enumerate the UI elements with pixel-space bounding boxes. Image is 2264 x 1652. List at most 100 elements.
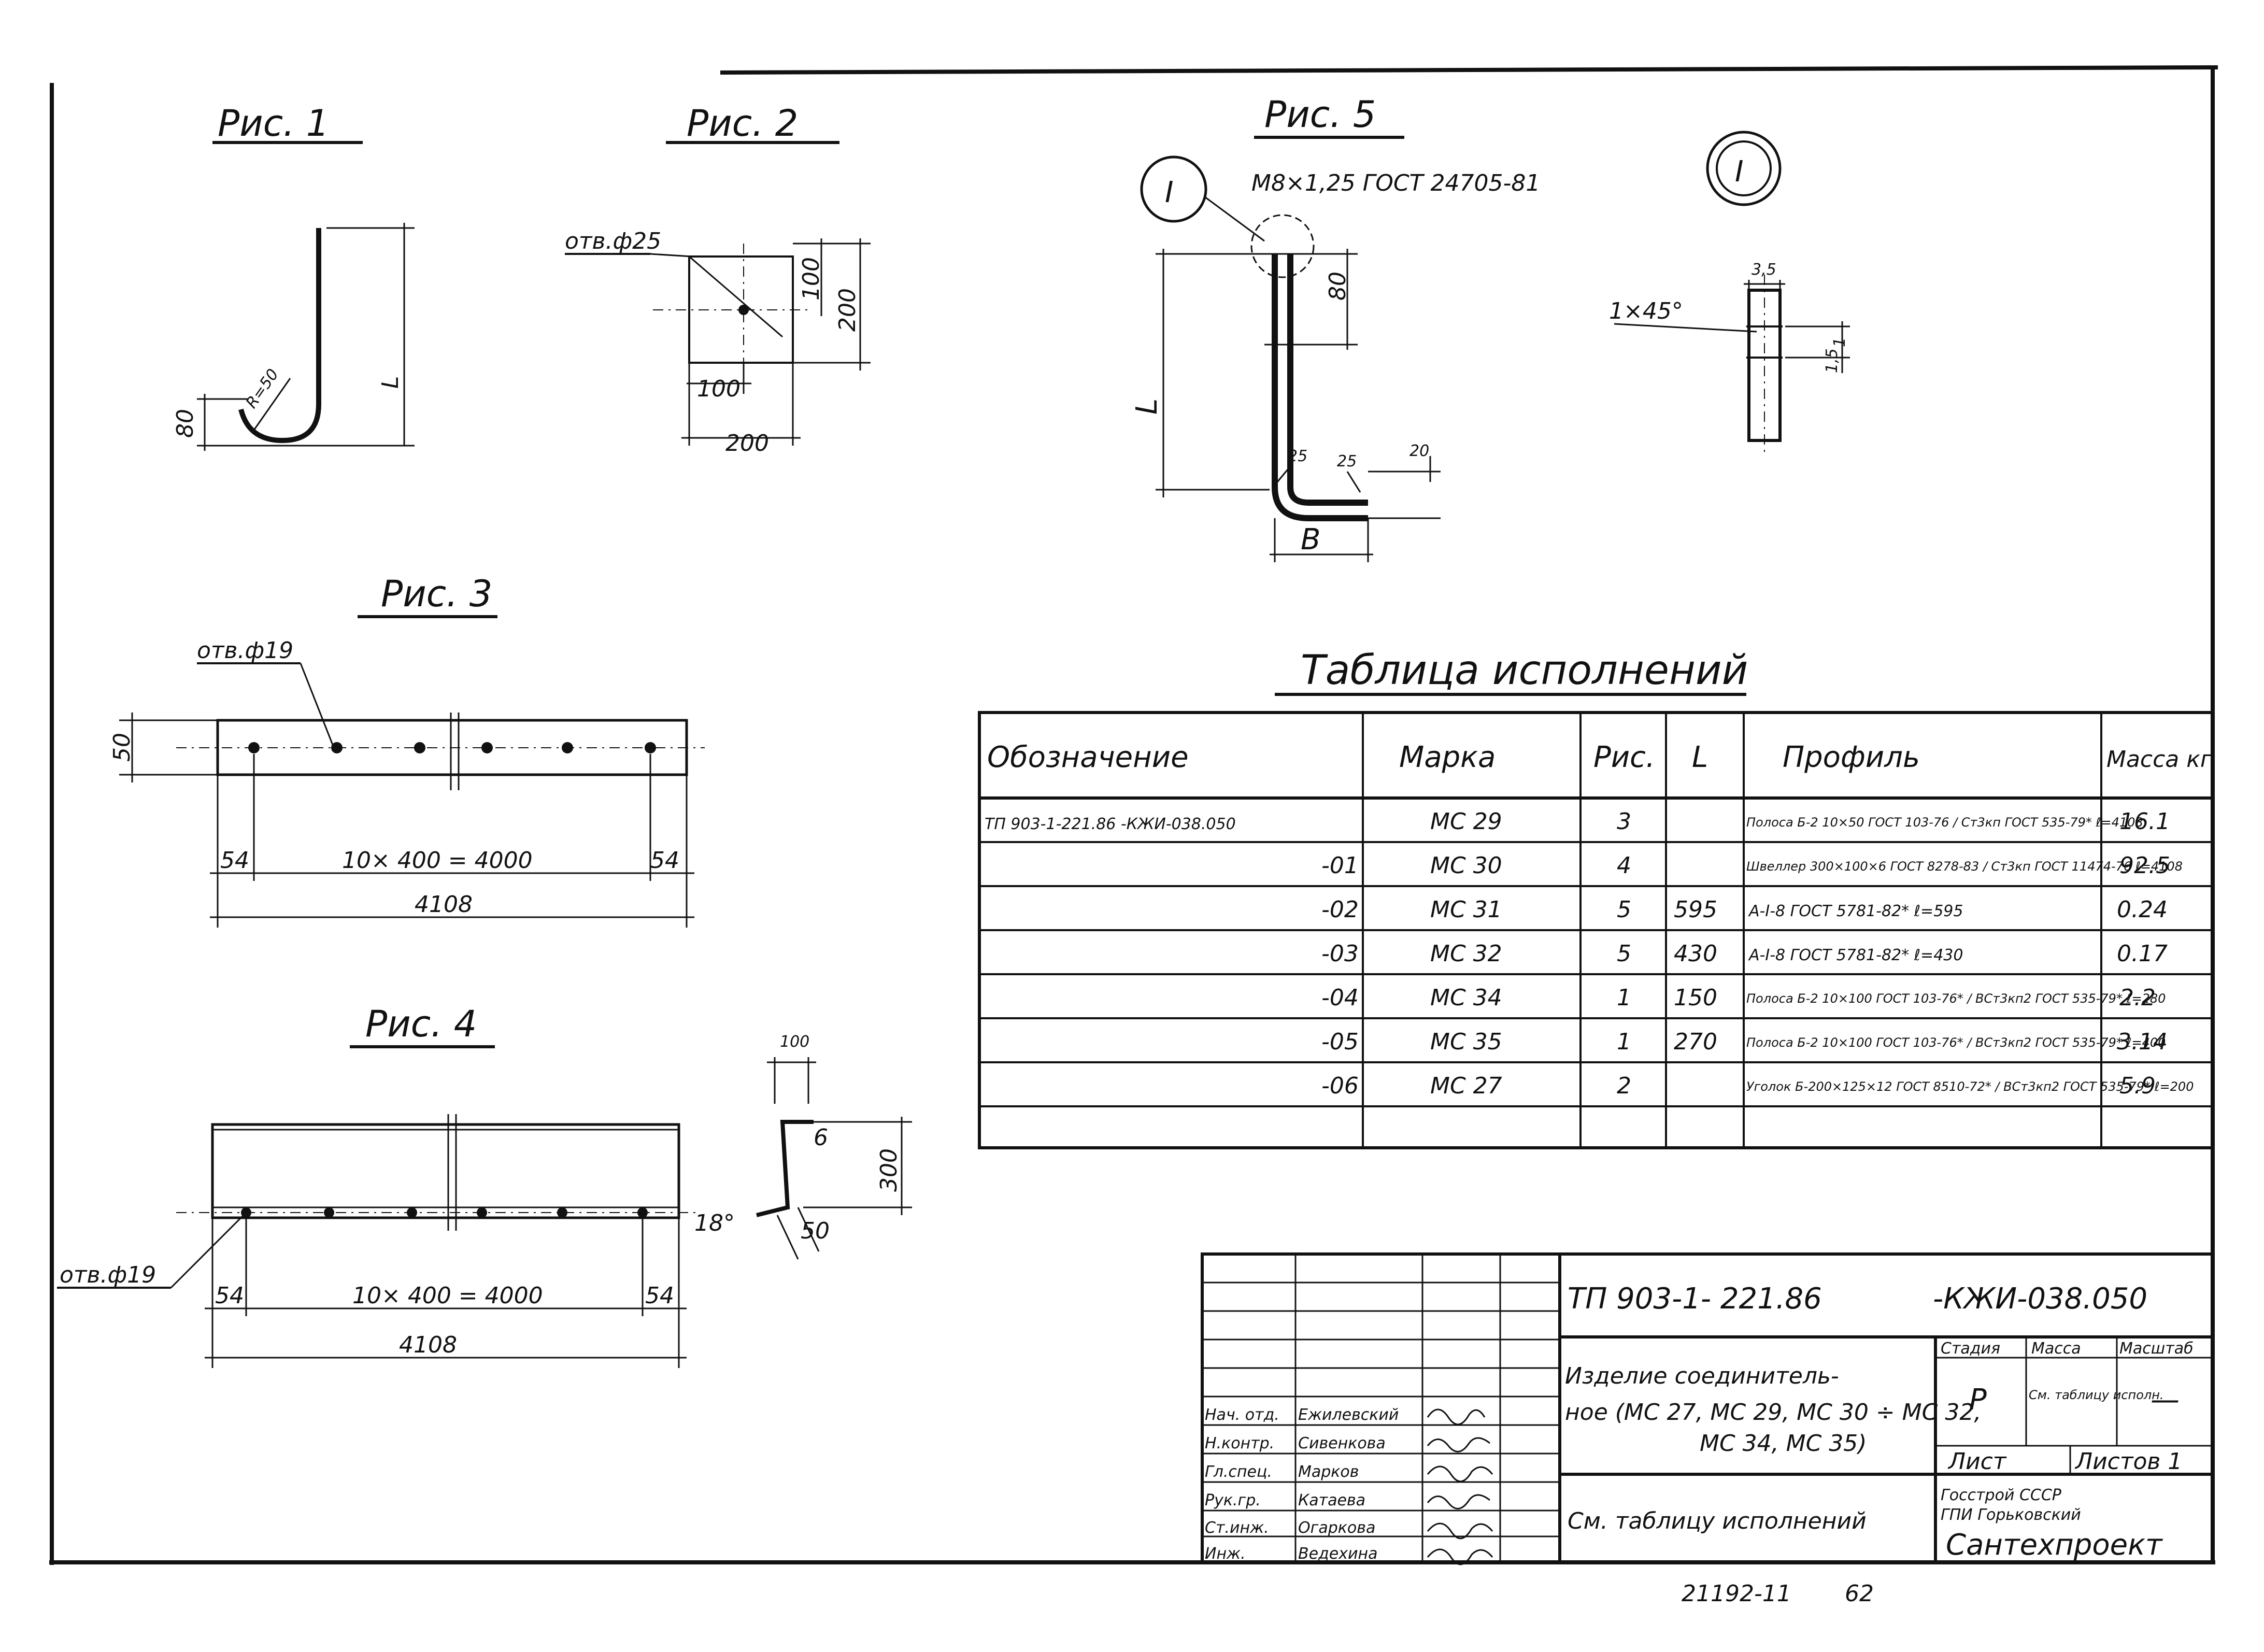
variants-table: Таблица исполнений Обозначение Марка Рис… [978, 647, 2214, 1149]
stamp-code: ТП 903-1- 221.86 [1568, 1282, 1822, 1316]
cell-mark: МС 29 [1430, 808, 1502, 835]
cell-mass: 3.14 [2117, 1029, 2168, 1055]
fig1-dim-r: R=50 [243, 366, 282, 412]
table-row: -05 МС 35 1 270 Полоса Б-2 10×100 ГОСТ 1… [1321, 1029, 2168, 1055]
person-name: Ежилевский [1298, 1406, 1399, 1424]
cell-fig: 5 [1617, 941, 1631, 967]
header-designation: Обозначение [987, 740, 1189, 774]
role: Нач. отд. [1205, 1406, 1279, 1424]
header-mass: Масса кг [2106, 746, 2213, 773]
fig5-title: Рис. 5 [1264, 93, 1376, 136]
stamp-mass: См. таблицу исполн. [2029, 1388, 2164, 1402]
cell-fig: 5 [1617, 896, 1631, 923]
cell-fig: 1 [1617, 985, 1631, 1011]
table-row: -06 МС 27 2 Уголок Б-200×125×12 ГОСТ 851… [1321, 1073, 2194, 1099]
cell-designation: ТП 903-1-221.86 -КЖИ-038.050 [985, 815, 1236, 833]
detail-dim-35: 3,5 [1752, 261, 1776, 279]
figure-1: Рис. 1 L 80 R=50 [172, 102, 415, 451]
fig3-hole: отв.ф19 [197, 637, 293, 664]
footer-archive: 21192-11 [1682, 1580, 1791, 1607]
fig5-thread: M8×1,25 ГОСТ 24705-81 [1251, 170, 1540, 196]
stamp-name: Изделие соединитель- ное (МС 27, МС 29, … [1565, 1363, 1988, 1457]
figure-4: Рис. 4 отв.ф19 54 10× 400 = 4000 54 4108… [57, 1003, 912, 1368]
fig4-dim-54l: 54 [215, 1283, 244, 1309]
cell-L: 150 [1674, 985, 1717, 1011]
fig2-dim-100v: 100 [798, 257, 824, 301]
detail-I: I 1×45° 3,5 1 1,5 [1609, 131, 1850, 456]
table-row: -04 МС 34 1 150 Полоса Б-2 10×100 ГОСТ 1… [1321, 985, 2166, 1011]
header-profile: Профиль [1783, 740, 1920, 774]
cell-L: 270 [1674, 1029, 1717, 1055]
title-block: ТП 903-1- 221.86 -КЖИ-038.050 Изделие со… [1201, 1252, 2214, 1565]
role: Н.контр. [1205, 1434, 1274, 1452]
fig5-dim-B: B [1301, 523, 1320, 557]
fig4-dim-300: 300 [876, 1148, 902, 1192]
stamp-name-line2: ное (МС 27, МС 29, МС 30 ÷ МС 32, [1565, 1399, 1981, 1426]
fig3-dim-total: 4108 [415, 891, 473, 918]
fig3-dim-span: 10× 400 = 4000 [342, 847, 533, 874]
fig3-dim-54r: 54 [650, 847, 679, 874]
fig2-dim-200h: 200 [725, 430, 769, 457]
fig2-hole: отв.ф25 [565, 228, 661, 254]
fig4-dim-18: 18° [694, 1210, 735, 1236]
table-title: Таблица исполнений [1301, 647, 1748, 694]
cell-mass: 16.1 [2119, 808, 2170, 835]
fig2-dim-100h: 100 [697, 376, 741, 402]
figure-5: Рис. 5 I M8×1,25 ГОСТ 24705-81 80 L 25 2… [1130, 93, 1540, 562]
fig2-title: Рис. 2 [687, 102, 798, 145]
header-L: L [1692, 740, 1708, 774]
figure-3: Рис. 3 отв.ф19 50 54 10× 400 = 4000 54 4… [109, 573, 705, 928]
cell-L: 595 [1674, 896, 1717, 923]
table-row: -02 МС 31 5 595 А-I-8 ГОСТ 5781-82* ℓ=59… [1321, 896, 2168, 923]
cell-designation: -03 [1321, 941, 1359, 967]
cell-designation: -02 [1321, 896, 1359, 923]
stamp-org-line2: ГПИ Горьковский [1941, 1506, 2081, 1524]
stamp-stage: Р [1969, 1383, 1987, 1417]
cell-mass: 0.17 [2117, 941, 2168, 967]
cell-mark: МС 32 [1430, 941, 1502, 967]
fig5-dim-r25a: 25 [1288, 447, 1307, 465]
fig3-title: Рис. 3 [381, 573, 492, 615]
role: Рук.гр. [1205, 1491, 1261, 1509]
stamp-sheets-label: Листов 1 [2074, 1448, 2182, 1475]
fig5-dim-r25b: 25 [1337, 452, 1357, 471]
stamp-sheet-label: Лист [1947, 1448, 2007, 1475]
footer-page: 62 [1845, 1580, 1874, 1607]
personnel: Нач. отд. Ежилевский Н.контр. Сивенкова … [1205, 1406, 1399, 1563]
fig3-dim-50: 50 [109, 733, 135, 762]
detail-dim-15: 1,5 [1823, 348, 1841, 373]
fig4-dim-6: 6 [814, 1124, 828, 1151]
cell-mark: МС 31 [1430, 896, 1502, 923]
fig4-dim-span: 10× 400 = 4000 [352, 1283, 543, 1309]
stamp-mass-label: Масса [2031, 1340, 2081, 1358]
stamp-name-line1: Изделие соединитель- [1565, 1363, 1839, 1389]
stamp-scale-label: Масштаб [2119, 1340, 2194, 1358]
cell-L: 430 [1674, 941, 1717, 967]
stamp-org-line1: Госстрой СССР [1941, 1486, 2062, 1504]
fig4-dim-54r: 54 [645, 1283, 674, 1309]
detail-chamfer: 1×45° [1609, 298, 1683, 324]
signatures [1427, 1408, 1493, 1565]
person-name: Катаева [1298, 1491, 1365, 1509]
cell-mark: МС 34 [1430, 985, 1502, 1011]
stamp-stage-label: Стадия [1941, 1340, 2000, 1358]
fig4-dim-50: 50 [801, 1218, 830, 1244]
fig4-dim-total: 4108 [399, 1332, 457, 1358]
fig4-title: Рис. 4 [365, 1003, 477, 1045]
cell-designation: -05 [1321, 1029, 1359, 1055]
role: Ст.инж. [1205, 1519, 1269, 1537]
header-fig: Рис. [1593, 740, 1655, 774]
cell-mark: МС 27 [1430, 1073, 1502, 1099]
detail-callout: I [1735, 155, 1744, 189]
cell-profile: Швеллер 300×100×6 ГОСТ 8278-83 / Ст3кп Г… [1746, 859, 2183, 874]
role: Гл.спец. [1205, 1463, 1272, 1481]
cell-mark: МС 30 [1430, 852, 1502, 879]
fig5-dim-20: 20 [1409, 442, 1429, 460]
table-row: -01 МС 30 4 Швеллер 300×100×6 ГОСТ 8278-… [1321, 852, 2183, 879]
cell-mark: МС 35 [1430, 1029, 1502, 1055]
cell-profile: Полоса Б-2 10×50 ГОСТ 103-76 / Ст3кп ГОС… [1746, 815, 2143, 830]
figure-2: Рис. 2 отв.ф25 100 200 100 200 [565, 102, 871, 457]
cell-mass: 5.9 [2119, 1073, 2156, 1099]
fig3-dim-54l: 54 [220, 847, 249, 874]
cell-designation: -06 [1321, 1073, 1359, 1099]
